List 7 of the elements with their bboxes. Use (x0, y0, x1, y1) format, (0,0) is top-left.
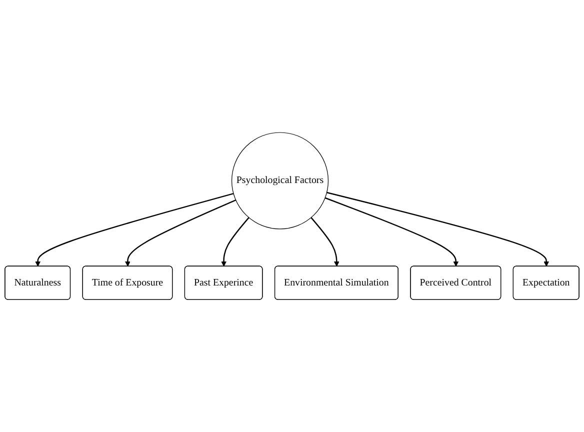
node-circle: Psychological Factors (231, 132, 329, 230)
arrow (35, 192, 234, 267)
arrow (221, 217, 250, 267)
arrow (125, 200, 236, 267)
arrow (326, 192, 550, 267)
arrow (310, 217, 340, 267)
arrow (324, 197, 459, 267)
